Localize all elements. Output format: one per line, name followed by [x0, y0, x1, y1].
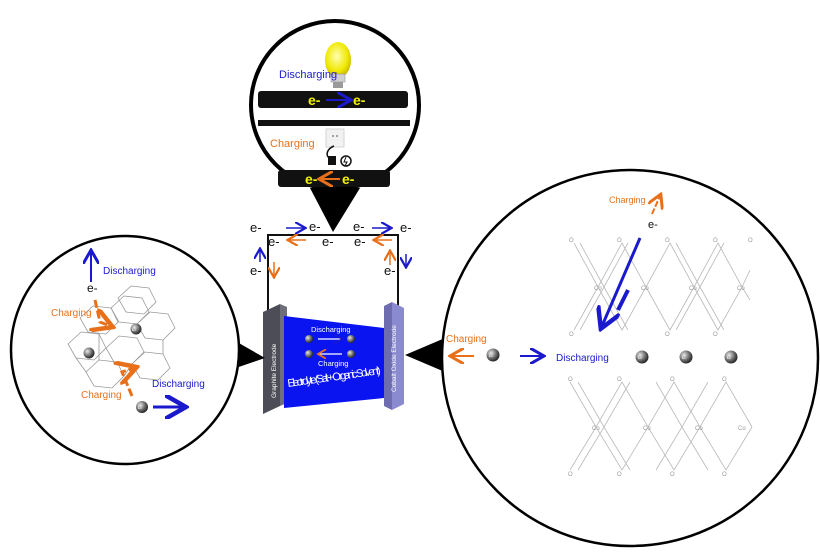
lithium-ion: [136, 401, 148, 413]
top-callout-pointer: [310, 188, 360, 232]
lithium-ion: [347, 350, 355, 358]
cobalt-label: Co: [643, 426, 651, 432]
right-charging-label: Charging: [446, 334, 487, 345]
light-bulb-icon: [325, 42, 351, 88]
cobalt-oxide-electrode: [384, 302, 392, 410]
wire-charge-electron-right: e-: [342, 171, 355, 187]
oxygen-label: O: [568, 472, 573, 478]
wire-electron-left: e-: [308, 92, 321, 108]
left-charging-bottom-label: Charging: [81, 390, 122, 401]
electron: e-: [354, 234, 366, 249]
ion-label: Li: [138, 405, 142, 410]
cobalt-oxide-lower-layer: [569, 381, 753, 471]
electron: e-: [268, 234, 280, 249]
battery-cell: Graphite Electrode Discharging Charging …: [263, 302, 404, 414]
oxygen-label: O: [670, 377, 675, 383]
electron: e-: [384, 263, 396, 278]
ion-label: Li: [682, 355, 686, 360]
oxygen-label: O: [568, 377, 573, 383]
oxygen-label: O: [713, 332, 718, 338]
power-plug-icon: [326, 145, 352, 167]
cell-charging-label: Charging: [318, 359, 348, 368]
oxygen-label: O: [617, 377, 622, 383]
ion-label: Li: [489, 353, 493, 358]
electron: e-: [322, 234, 334, 249]
oxygen-label: O: [617, 472, 622, 478]
oxygen-label: O: [713, 238, 718, 244]
cobalt-label: Co: [695, 426, 703, 432]
cobalt-label: Co: [689, 286, 697, 292]
cobalt-label: Co: [592, 426, 600, 432]
right-electron: e-: [648, 219, 658, 231]
anode-label: Graphite Electrode: [271, 343, 278, 398]
left-electron: e-: [87, 281, 98, 295]
external-circuit: e- e- e- e- e- e- e- e- e-: [250, 219, 412, 320]
lithium-ion: [305, 350, 313, 358]
ion-charge-arrow: [122, 368, 134, 397]
oxygen-label: O: [665, 332, 670, 338]
wire-charge-electron-left: e-: [305, 171, 318, 187]
lithium-ion: [724, 350, 738, 364]
lithium-ion: [486, 348, 500, 362]
left-discharging-bottom-label: Discharging: [152, 379, 205, 390]
right-zoom-callout: Co Co Co Co Co Co Co Co O O O O O O O O …: [405, 168, 820, 548]
lithium-ion: [347, 335, 355, 343]
divider-bar: [258, 120, 410, 126]
left-zoom-callout: Li Discharging e- Charging Charging Li D…: [9, 234, 265, 466]
oxygen-label: O: [722, 377, 727, 383]
cobalt-label: Co: [737, 286, 745, 292]
top-zoom-callout: Discharging e- e- Charging e- e-: [249, 19, 421, 232]
ion-label: Li: [638, 355, 642, 360]
electron: e-: [309, 219, 321, 234]
right-zoom-circle: [440, 168, 820, 548]
oxygen-label: O: [722, 472, 727, 478]
ion-label: Li: [132, 327, 136, 332]
electron: e-: [400, 220, 412, 235]
cathode-label: Cobalt Oxide Electrode: [391, 325, 398, 392]
ion-label: Li: [727, 355, 731, 360]
oxygen-label: O: [665, 238, 670, 244]
oxygen-label: O: [617, 238, 622, 244]
top-discharging-label: Discharging: [279, 69, 337, 81]
wire-electron-right: e-: [353, 92, 366, 108]
left-discharging-top-label: Discharging: [103, 266, 156, 277]
cell-discharging-label: Discharging: [311, 325, 351, 334]
cobalt-label: Co: [641, 286, 649, 292]
electron: e-: [250, 220, 262, 235]
cobalt-oxide-upper-layer: [573, 242, 751, 331]
oxygen-label: O: [670, 472, 675, 478]
lithium-ion: [635, 350, 649, 364]
electron: e-: [250, 263, 262, 278]
lithium-ion: [305, 335, 313, 343]
lithium-ion: [679, 350, 693, 364]
wall-outlet-icon: [325, 128, 345, 148]
cobalt-label: Co: [738, 426, 746, 432]
lithium-ion: [130, 323, 142, 335]
oxygen-label: O: [748, 238, 753, 244]
electron-discharge-arrow: [602, 237, 642, 326]
right-discharging-label: Discharging: [556, 353, 609, 364]
cobalt-label: Co: [594, 286, 602, 292]
lithium-ion: [83, 347, 95, 359]
oxygen-label: O: [569, 332, 574, 338]
graphite-electrode: [263, 304, 280, 414]
oxygen-label: O: [569, 238, 574, 244]
electron-charge-arrow: [95, 299, 110, 326]
left-charging-label: Charging: [51, 308, 92, 319]
right-charging-top-label: Charging: [609, 195, 646, 205]
top-charging-label: Charging: [270, 138, 315, 150]
electron: e-: [353, 219, 365, 234]
right-callout-pointer: [405, 338, 445, 372]
electron-charge-arrow: [652, 196, 660, 215]
